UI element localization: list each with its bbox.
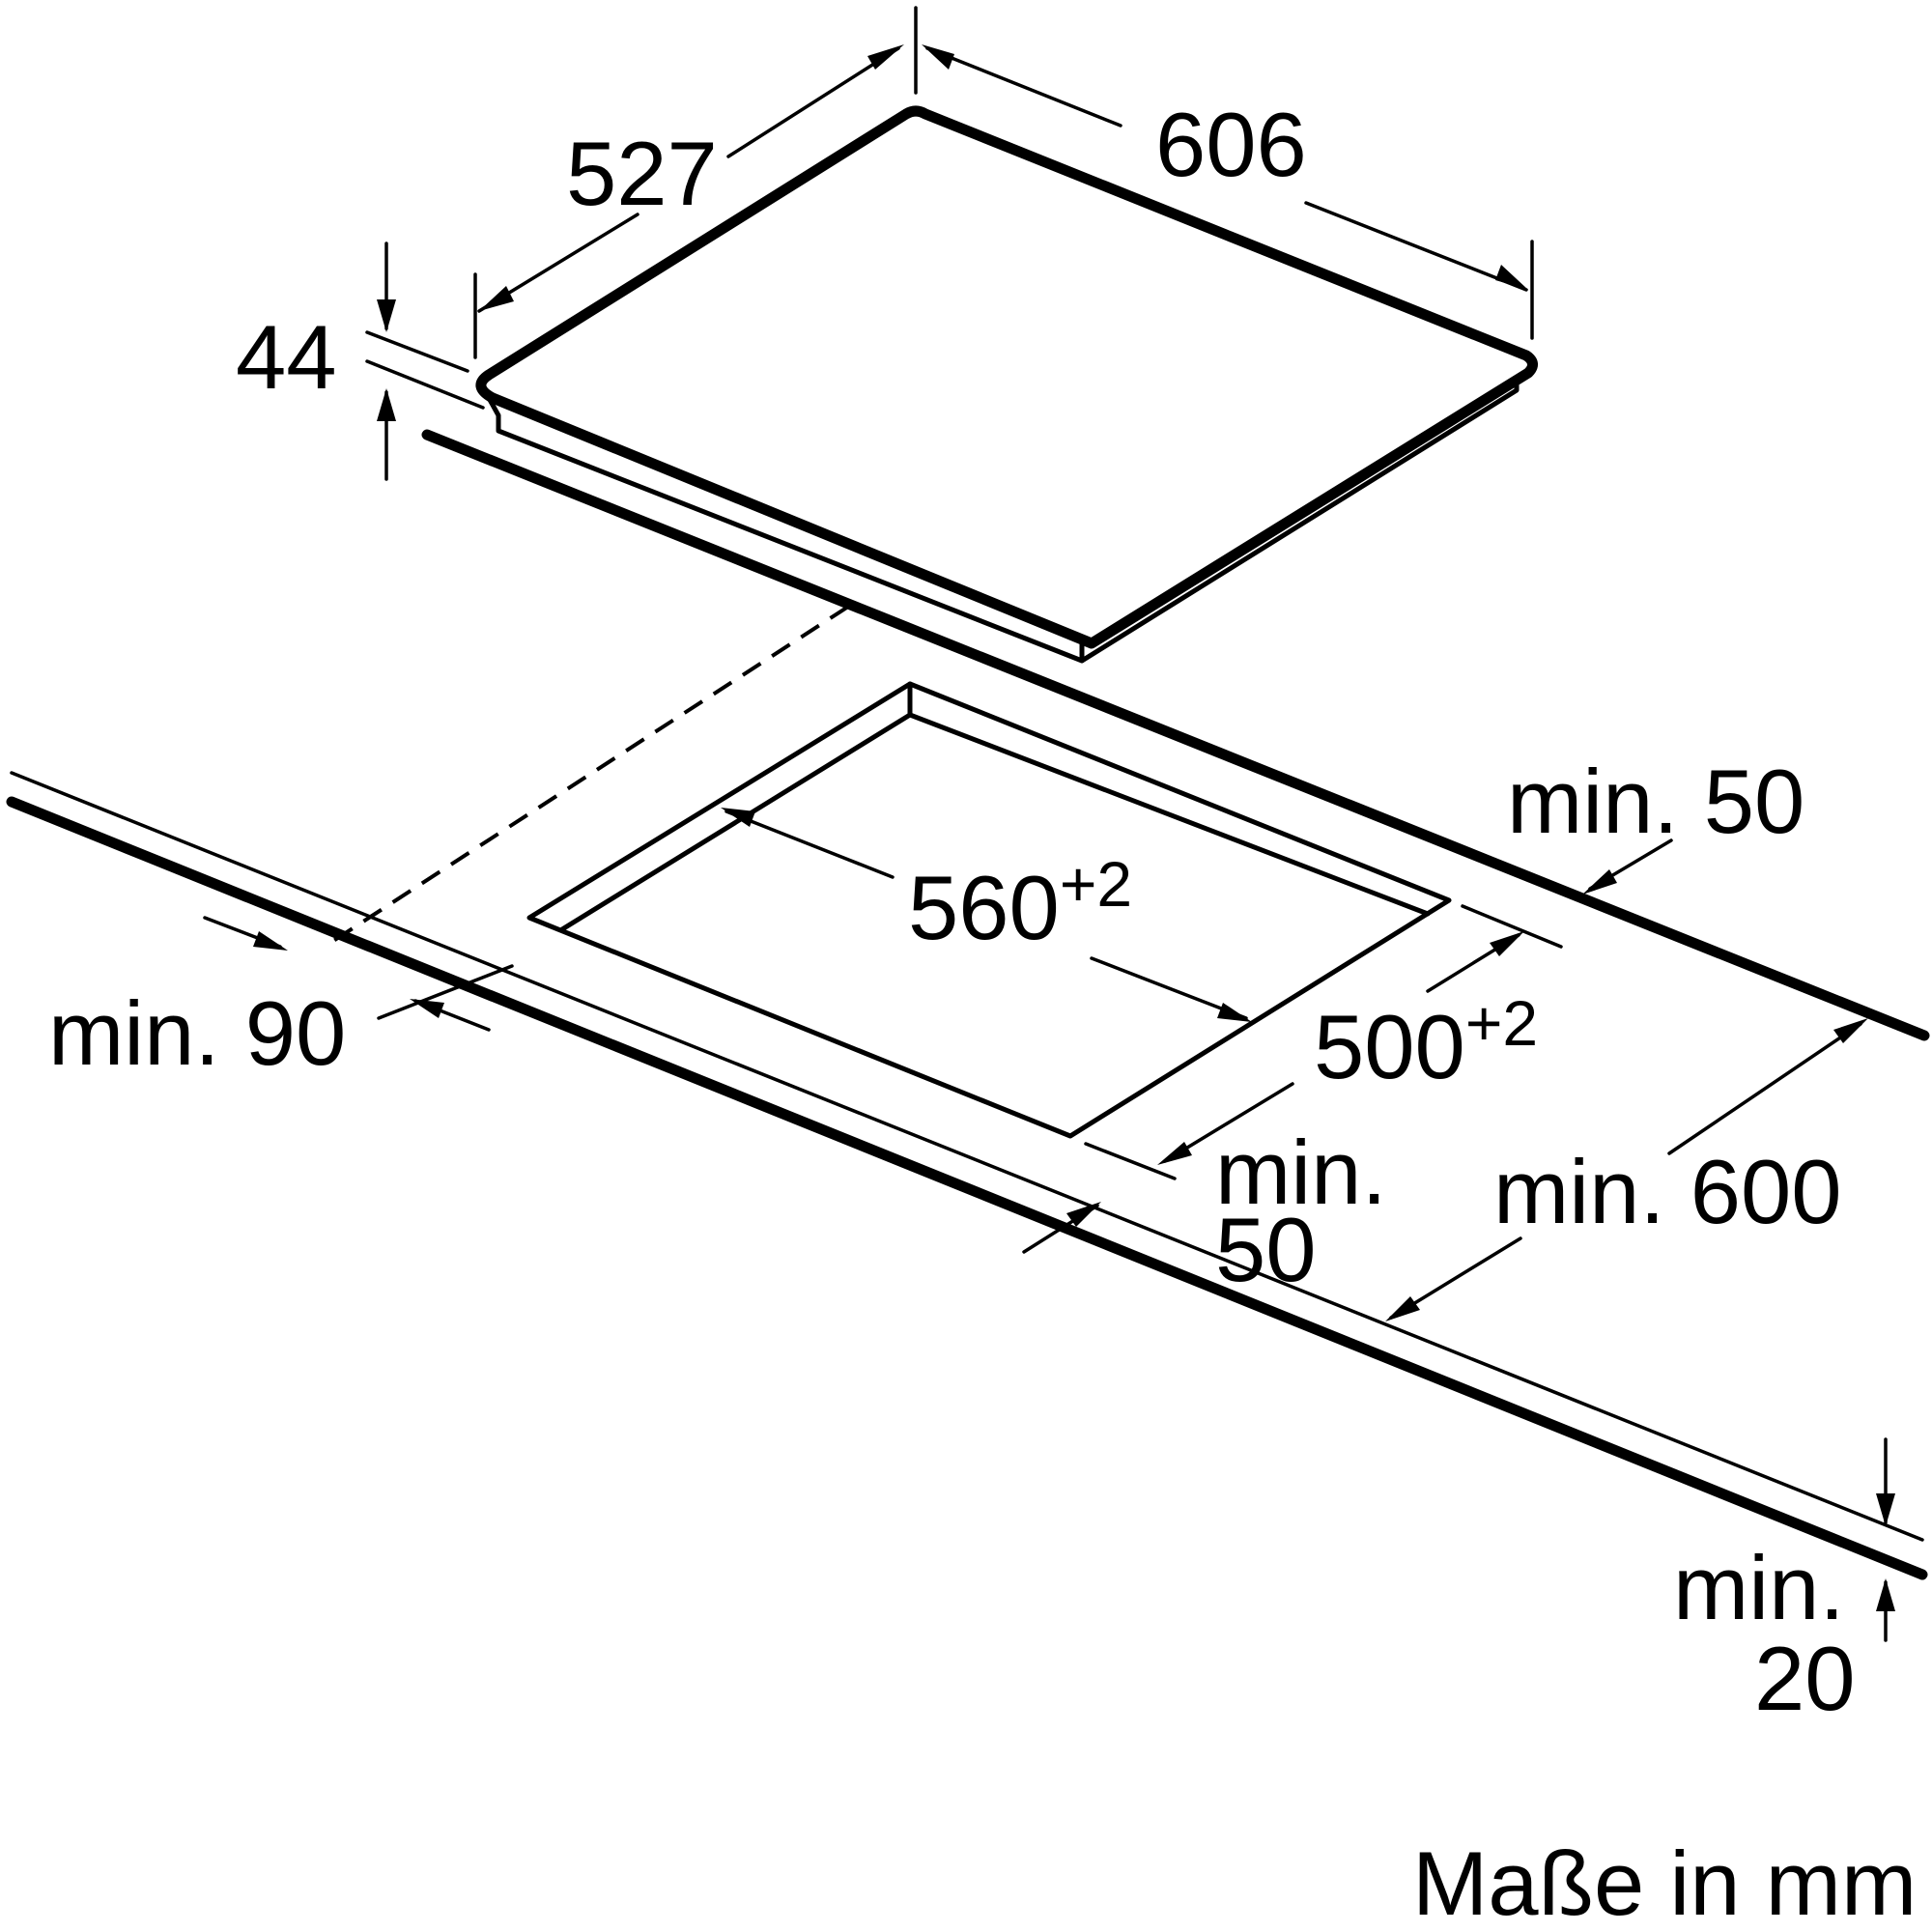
label-cutout-depth: 500+2: [1314, 987, 1538, 1097]
label-hob-depth: 527: [566, 123, 718, 224]
label-min-side-line1: min.: [1215, 1122, 1387, 1223]
dimension-min-front: min. 90: [48, 916, 514, 1084]
label-min-side-line2: 50: [1215, 1199, 1317, 1300]
label-min-worktop: min. 600: [1493, 1141, 1842, 1242]
hob-outline: [475, 105, 1538, 664]
dimension-min-worktop: min. 600: [1385, 1018, 1868, 1321]
label-cutout-width: 560+2: [908, 848, 1132, 958]
dimension-width: 606: [914, 6, 1534, 340]
label-min-thickness-line1: min.: [1673, 1537, 1845, 1638]
dimension-cutout-depth: 500+2: [1084, 904, 1563, 1180]
label-min-thickness-line2: 20: [1754, 1628, 1856, 1729]
dimension-cutout-width: 560+2: [721, 808, 1252, 1022]
units-note: Maße in mm: [1412, 1833, 1917, 1932]
label-hob-height: 44: [236, 306, 337, 408]
dimension-min-side: min. 50: [1022, 1122, 1387, 1300]
dimension-height: 44: [236, 242, 485, 481]
dimension-depth: 527: [473, 44, 904, 359]
label-min-front: min. 90: [48, 982, 346, 1084]
label-min-back: min. 50: [1507, 751, 1804, 852]
worktop-outline: [6, 429, 1930, 1580]
cutout-outline: [526, 681, 1452, 1139]
dimension-min-back: min. 50: [1507, 751, 1804, 895]
label-hob-width: 606: [1155, 94, 1307, 195]
dimension-min-thickness: min. 20: [1673, 1437, 1895, 1729]
